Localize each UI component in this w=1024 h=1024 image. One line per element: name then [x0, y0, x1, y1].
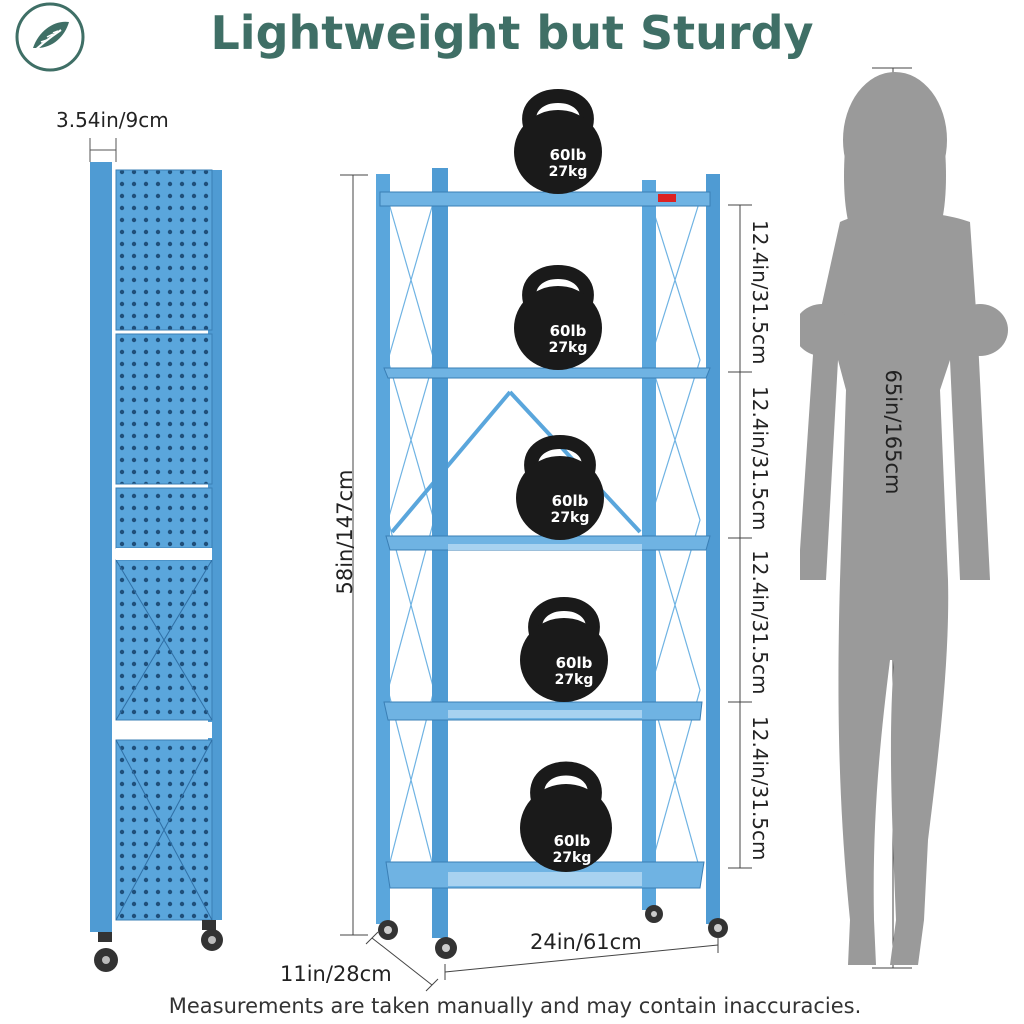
kettlebell-5-lb: 60lb: [554, 832, 591, 850]
kettlebell-2-kg: 27kg: [549, 340, 588, 356]
kettlebell-5-kg: 27kg: [553, 850, 592, 866]
shelf-gap-4-label: 12.4in/31.5cm: [748, 716, 772, 861]
kettlebell-4-lb: 60lb: [556, 654, 593, 672]
width-label: 24in/61cm: [530, 930, 642, 954]
folded-depth-label: 3.54in/9cm: [56, 108, 169, 132]
kettlebell-2-lb: 60lb: [550, 322, 587, 340]
kettlebell-1-kg: 27kg: [549, 164, 588, 180]
folded-depth-dimension-line: [89, 138, 117, 162]
depth-label: 11in/28cm: [280, 962, 392, 986]
kettlebell-5: 60lb 27kg: [520, 761, 612, 872]
shelf-gap-2-label: 12.4in/31.5cm: [748, 386, 772, 531]
page-title: Lightweight but Sturdy: [210, 6, 814, 60]
kettlebell-3-lb: 60lb: [552, 492, 589, 510]
total-height-label: 58in/147cm: [333, 469, 357, 595]
kettlebell-4-kg: 27kg: [555, 672, 594, 688]
person-silhouette: [800, 72, 1008, 965]
kettlebell-2: 60lb 27kg: [514, 265, 602, 370]
kettlebell-1: 60lb 27kg: [514, 89, 602, 194]
kettlebell-1-lb: 60lb: [550, 146, 587, 164]
disclaimer-text: Measurements are taken manually and may …: [168, 994, 862, 1018]
kettlebell-4: 60lb 27kg: [520, 597, 608, 702]
shelf-gap-1-label: 12.4in/31.5cm: [748, 220, 772, 365]
shelf-gap-3-label: 12.4in/31.5cm: [748, 550, 772, 695]
person-height-label: 65in/165cm: [881, 369, 905, 495]
open-rack-image: [376, 168, 728, 959]
kettlebell-3: 60lb 27kg: [516, 435, 604, 540]
feather-leaf-icon: [15, 2, 85, 72]
kettlebell-3-kg: 27kg: [551, 510, 590, 526]
folded-rack-image: [90, 162, 223, 972]
